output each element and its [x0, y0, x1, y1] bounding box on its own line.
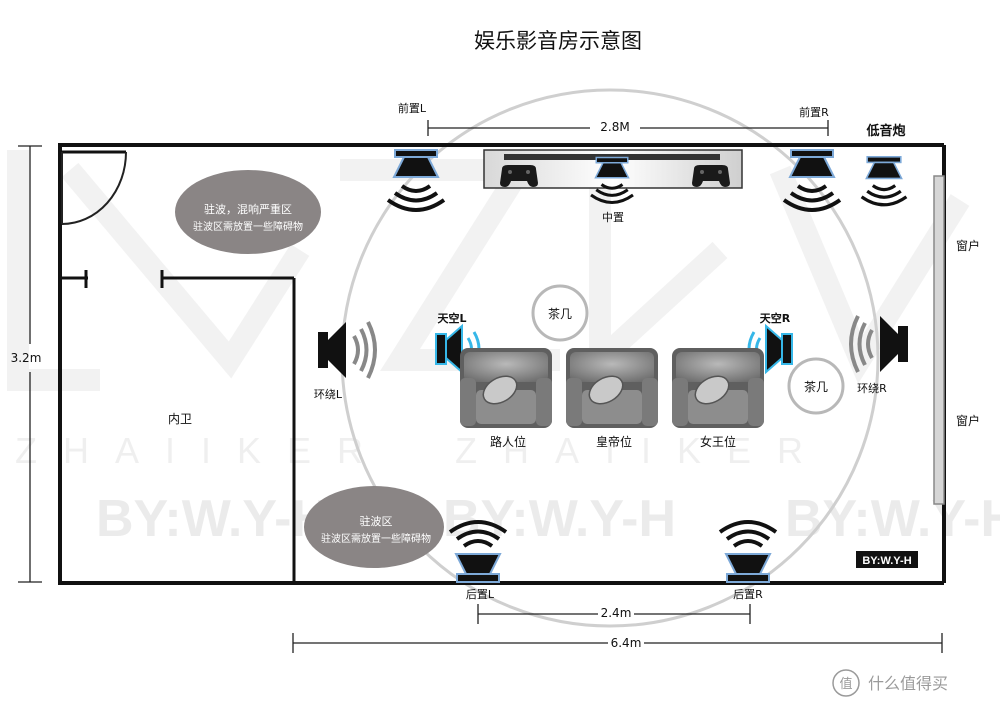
- height-left-label: 天空L: [437, 311, 466, 325]
- subwoofer-icon: [859, 155, 909, 207]
- surround-left-speaker-icon: [316, 320, 377, 380]
- window-label-1: 窗户: [956, 238, 980, 253]
- zone-bottom-line-1: 驻波区: [360, 514, 393, 528]
- front-spacing-line: [427, 120, 829, 136]
- diagram-title: 娱乐影音房示意图: [474, 29, 642, 53]
- bathroom-label: 内卫: [168, 412, 192, 426]
- room-length-label: 6.4m: [611, 636, 642, 650]
- standing-wave-zone-bottom: [304, 486, 444, 568]
- zone-bottom-line-2: 驻波区需放置一些障碍物: [321, 532, 431, 545]
- watermark-byline-2: BY:W.Y-H: [443, 490, 676, 548]
- standing-wave-zone-top: [175, 170, 321, 254]
- watermark-byline: BY:W.Y-H: [96, 490, 329, 548]
- room-length-line: [292, 633, 943, 653]
- site-logo-icon: 值: [839, 676, 852, 692]
- seat-chair-3: [671, 347, 765, 429]
- rear-left-label: 后置L: [466, 588, 495, 601]
- watermark-byline-3: BY:W.Y-H: [785, 490, 1000, 548]
- surround-right-label: 环绕R: [857, 382, 887, 395]
- author-badge: [856, 551, 918, 568]
- site-watermark: 值 什么值得买: [832, 669, 948, 697]
- surround-left-label: 环绕L: [314, 388, 343, 401]
- seat-chair-2: [565, 347, 659, 429]
- window-bar: [933, 175, 945, 505]
- height-right-label: 天空R: [760, 311, 791, 325]
- subwoofer-label: 低音炮: [865, 123, 905, 139]
- window-label-2: 窗户: [956, 413, 980, 428]
- seat-label-2: 皇帝位: [596, 434, 632, 449]
- author-badge-text: BY:W.Y-H: [862, 555, 911, 567]
- front-spacing-label: 2.8M: [600, 120, 629, 134]
- seat-label-3: 女王位: [700, 434, 736, 449]
- watermark-letters: ZHAIIKER: [15, 430, 389, 471]
- rear-right-label: 后置R: [733, 588, 763, 601]
- watermark-letters-2: ZHAIIKER: [455, 430, 829, 471]
- rear-spacing-label: 2.4m: [601, 606, 632, 620]
- zone-top-line-2: 驻波区需放置一些障碍物: [193, 220, 303, 233]
- seat-label-1: 路人位: [490, 434, 526, 449]
- zone-top-line-1: 驻波，混响严重区: [204, 202, 292, 216]
- seat-chair-1: [459, 347, 553, 429]
- rear-right-speaker-icon: [718, 520, 778, 584]
- door: [61, 151, 127, 225]
- tea-table-1-label: 茶几: [548, 306, 572, 321]
- tea-table-1: [531, 284, 589, 342]
- room-width-label: 3.2m: [11, 351, 42, 365]
- site-name: 什么值得买: [868, 674, 948, 693]
- rear-spacing-line: [477, 604, 751, 624]
- front-right-label: 前置R: [799, 105, 829, 119]
- tea-table-2: [787, 357, 845, 415]
- room-width-line: [18, 145, 42, 583]
- tea-table-2-label: 茶几: [804, 379, 828, 394]
- center-label: 中置: [602, 211, 624, 224]
- front-left-label: 前置L: [398, 101, 427, 115]
